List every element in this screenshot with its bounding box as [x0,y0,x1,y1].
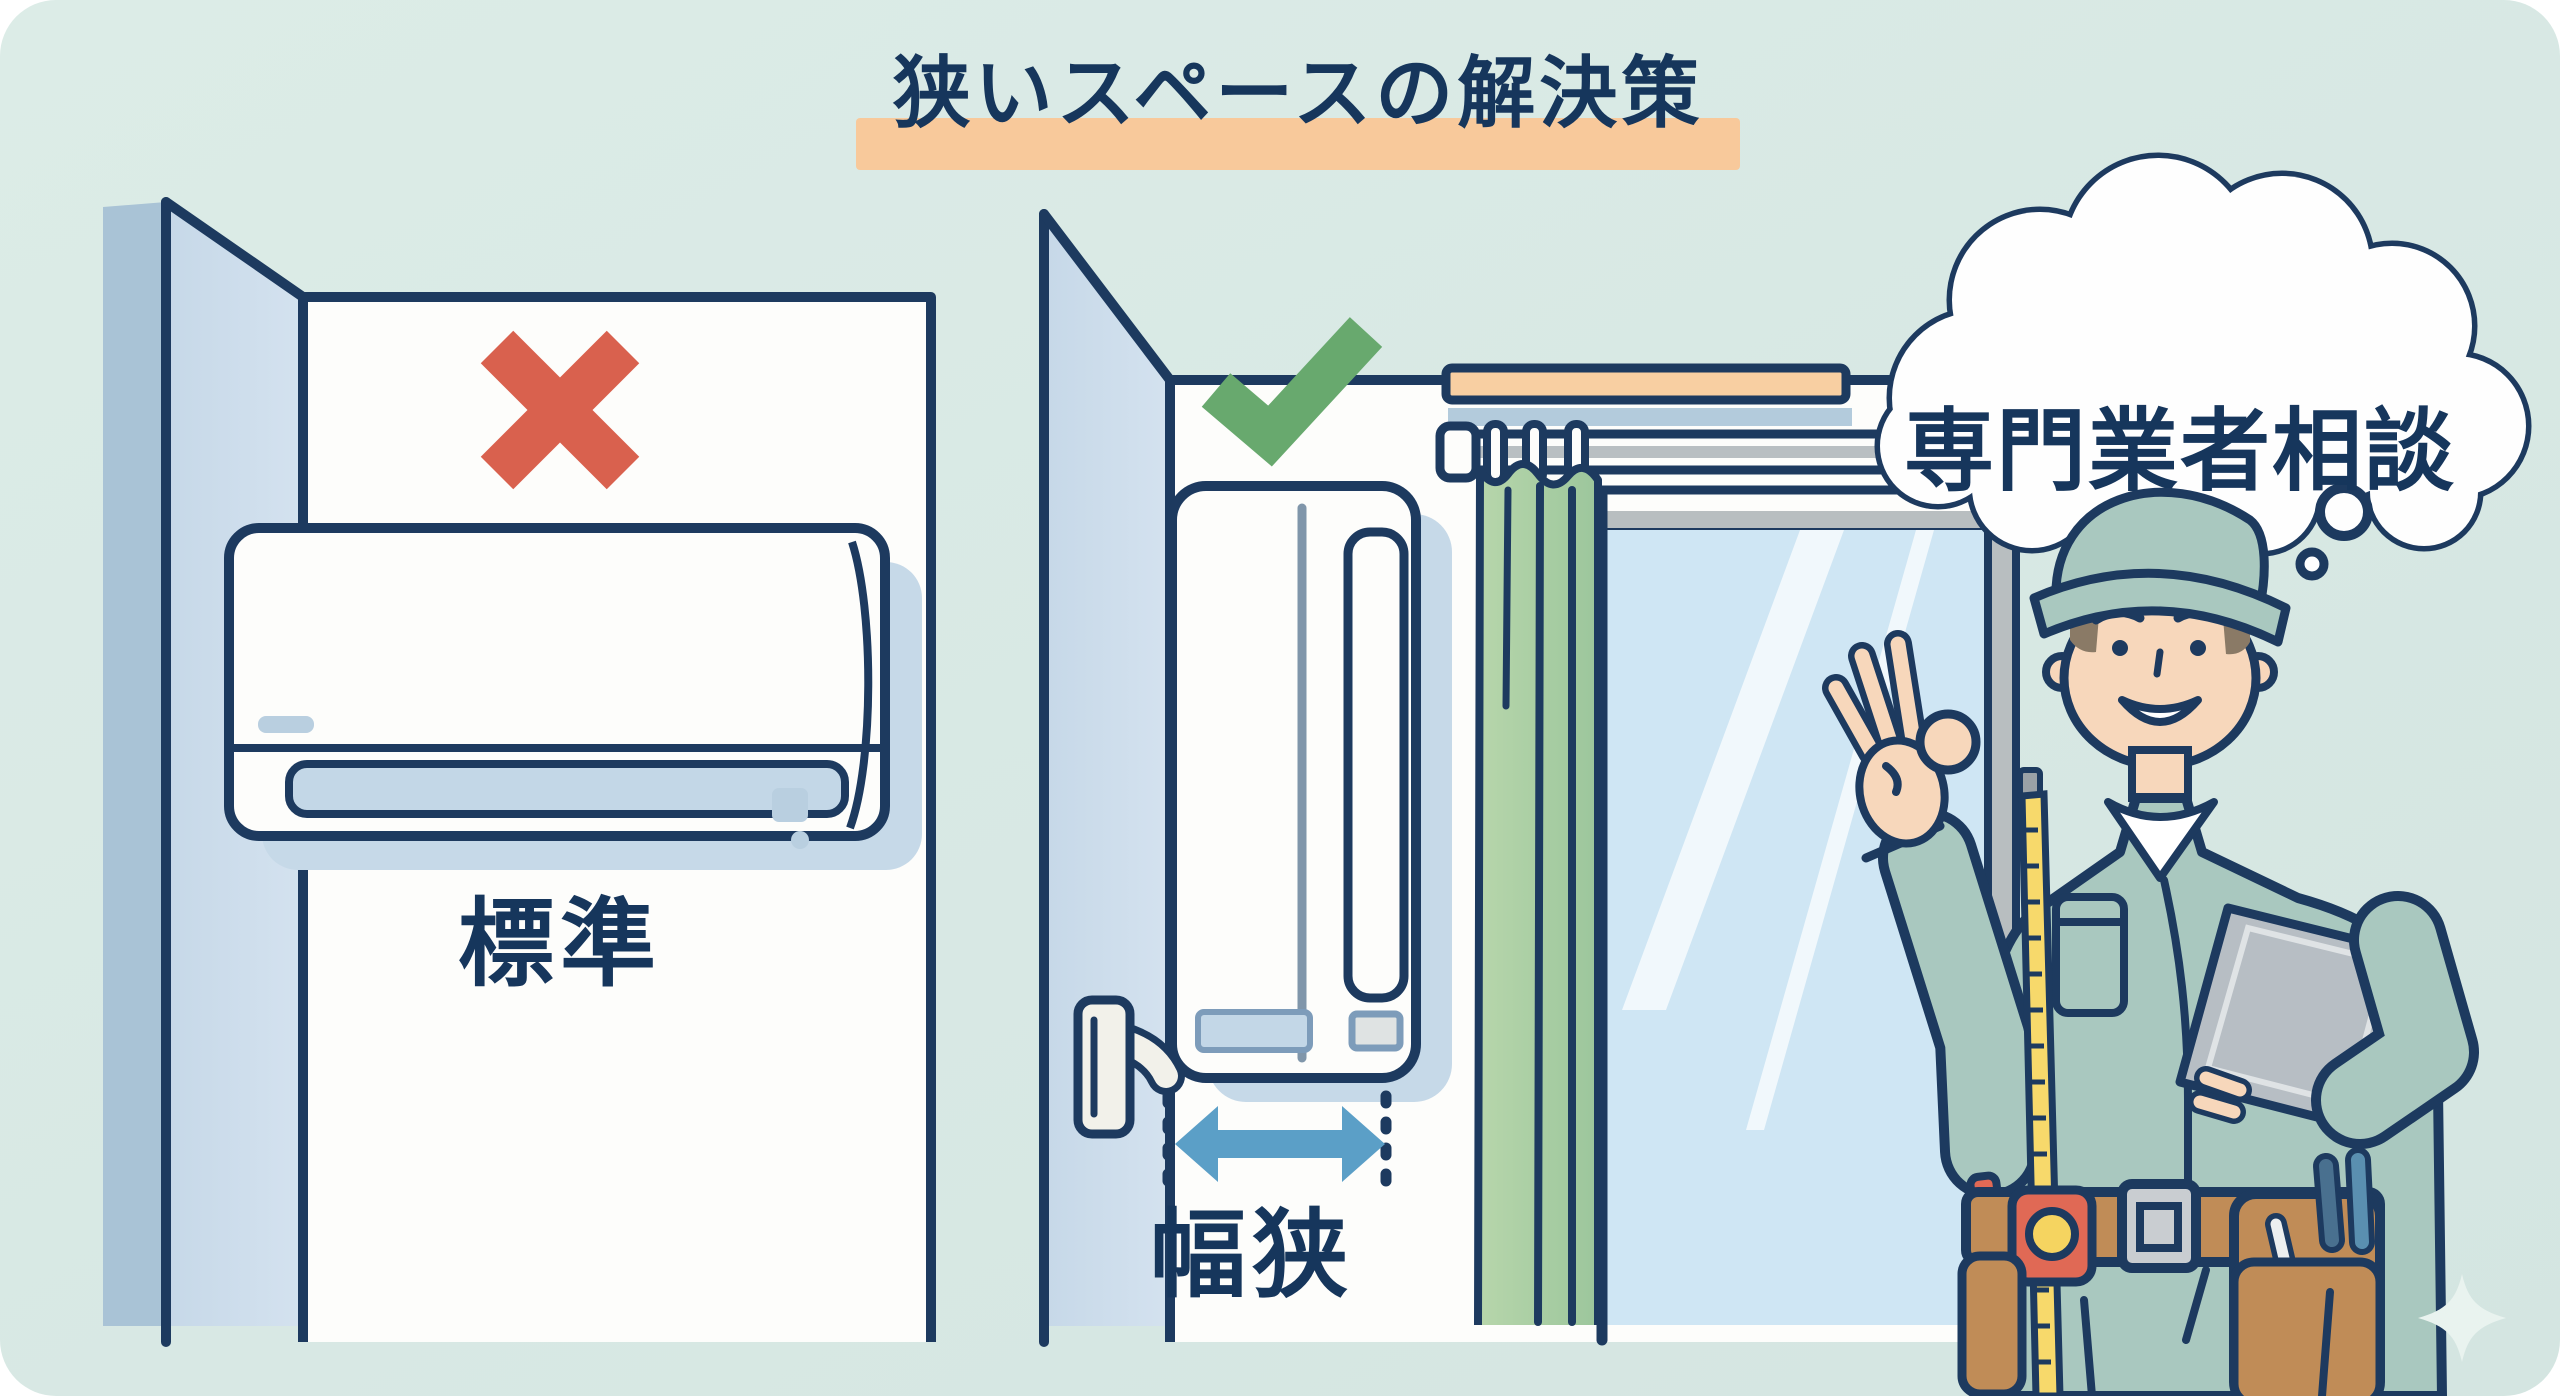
ac-indicator-dash [258,716,314,733]
palm [1855,736,1949,848]
window-top-frame-gray [1602,511,2010,528]
rod-end-cap [1435,421,1481,483]
rail-shadow-bar [1448,408,1852,426]
slim-ac-button [1348,1010,1404,1052]
wall-bracket [1073,995,1185,1139]
width-measurement [1162,1090,1392,1200]
x-stroke-2 [480,330,640,490]
ac-side-curve [846,540,873,830]
curtain-fold-2 [1534,482,1544,1326]
undershirt-collar [2104,798,2218,882]
slim-ac-display [1195,1009,1313,1053]
width-arrow-icon [1175,1106,1385,1182]
chest-pocket [2052,893,2128,1017]
glass-reflection-thin [1746,530,1934,1130]
nose [2153,648,2164,678]
check-mark-icon [1201,317,1383,467]
right-hand-finger-2 [2193,1095,2241,1119]
title-highlight-bar [856,118,1740,170]
ac-vent-slot [285,760,849,818]
right-arm [2188,891,2479,1149]
neck [2128,746,2192,802]
page-title: 狭いスペースの解決策 [893,49,1704,137]
tool-belt [1957,767,2385,1396]
standard-ac-unit [224,523,922,870]
standard-label: 標準 [458,891,662,998]
pouch-right-front [2229,1257,2385,1396]
screwdriver-1 [2319,1159,2339,1247]
bubble-text: 専門業者相談 [1904,402,2456,502]
left-wall-outer-face [103,202,166,1326]
ac-display-dot [791,831,809,849]
screwdriver-2 [2351,1153,2369,1249]
belt-buckle-inner [2136,1202,2182,1252]
narrow-label: 幅狭 [1150,1202,1354,1309]
ok-hand-icon [1822,630,1981,848]
trouser-creases [2080,1266,2334,1396]
thumb-crease [1882,762,1902,796]
ok-ring [1915,709,1981,775]
finger-middle [1890,636,1922,754]
belt-buckle [2117,1179,2201,1273]
bracket-plate [1073,995,1135,1139]
title-block: 狭いスペースの解決策 [856,49,1740,170]
ac-body [224,523,890,841]
work-cap-brim [2029,568,2291,647]
pouch-right [2229,1147,2385,1396]
finger-pinky [1828,680,1880,760]
mid-wall-slant-edge [1039,209,1175,385]
pouch-left [1957,1251,2027,1396]
curtain-fold-1 [1502,486,1512,710]
rail-valance-bar [1441,363,1851,405]
curtain-outline [1474,460,1602,1326]
slim-ac-vent-slot [1343,527,1409,1003]
narrow-panel: 幅狭 [1039,209,2020,1347]
tape-measure-hub [2025,1207,2079,1261]
curtain-hook-1 [1483,420,1508,486]
right-hand-finger-1 [2199,1071,2247,1097]
mid-wall-angled-face [1044,214,1170,1326]
x-mark-icon [480,330,640,490]
ac-display-square [772,788,808,822]
glass-reflection-wide [1622,530,1844,1010]
left-arm-ok [1822,630,2040,1200]
bubble-tail-large [2315,483,2373,541]
tape-tick-marks [2024,827,2051,1365]
technician [1822,487,2479,1396]
curtain [1474,460,1602,1326]
bubble-lobes-fill [1880,158,2526,560]
finger-ring [1854,648,1900,756]
eye-right [2190,640,2206,656]
sparkle-icon [2418,1274,2506,1362]
window-reflections [1622,530,1934,1130]
eye-left [2112,640,2128,656]
left-wall-slant-edge [161,197,308,302]
slim-ac-unit [1167,481,1452,1102]
bubble-tail-small [2295,547,2329,581]
smiling-mouth [2118,696,2202,726]
standard-panel: 標準 [103,197,936,1347]
left-arm-sleeve [1888,818,2030,1190]
right-arm-sleeve [2321,901,2469,1139]
